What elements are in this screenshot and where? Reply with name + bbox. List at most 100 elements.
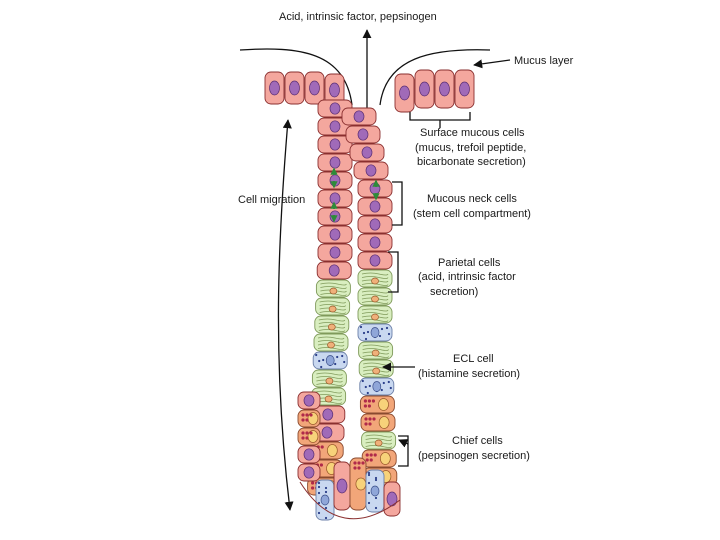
ecl-granule (367, 501, 371, 505)
surface-mucous-label-1: Surface mucous cells (420, 127, 525, 139)
cell-nucleus (372, 367, 381, 375)
cell-nucleus (336, 478, 348, 494)
zymogen-granule (357, 461, 361, 465)
surface-mucous-bracket (409, 112, 471, 121)
parietal-canaliculus (317, 343, 345, 347)
cell-nucleus (372, 381, 382, 392)
ecl-granule (367, 471, 371, 475)
zymogen-granule (311, 481, 315, 485)
parietal-canaliculus (319, 307, 346, 311)
zymogen-granule (364, 422, 368, 426)
parietal-canaliculus (361, 283, 389, 286)
ecl-label-2: (histamine secretion) (418, 368, 520, 380)
zymogen-granule (371, 399, 375, 403)
zymogen-granule (301, 418, 305, 422)
parietal-canaliculus (317, 336, 345, 340)
chief-bracket (398, 435, 409, 467)
cell-nucleus (289, 80, 300, 96)
zymogen-granule (373, 453, 377, 457)
cell-nucleus (369, 236, 381, 249)
ecl-granule (374, 496, 378, 500)
cell-nucleus (439, 81, 450, 97)
cell-nucleus (369, 182, 381, 195)
cell-nucleus (371, 349, 380, 357)
mucus-layer-arrow (473, 59, 511, 69)
ecl-granule (334, 362, 337, 366)
ecl-granule (368, 384, 371, 388)
ecl-granule (364, 337, 368, 341)
ecl-label-1: ECL cell (453, 353, 494, 365)
gland-cells (264, 69, 475, 521)
cell-nucleus (303, 448, 315, 461)
parietal-canaliculus (315, 390, 342, 394)
cell-nucleus (325, 377, 334, 385)
cell-nucleus (379, 452, 391, 465)
ecl-granule (378, 334, 382, 338)
cell-nucleus (371, 313, 379, 321)
ecl-granule (387, 332, 391, 336)
zymogen-granule (301, 436, 305, 440)
surface-mucous-label-3: bicarbonate secretion) (417, 156, 526, 168)
cell-nucleus (329, 174, 341, 187)
ecl-granule (341, 354, 344, 358)
cell-nucleus (386, 491, 398, 507)
ecl-granule (380, 327, 384, 331)
ecl-granule (324, 486, 328, 490)
ecl-granule (315, 353, 318, 357)
parietal-canaliculus (365, 434, 392, 438)
cell-nucleus (365, 164, 377, 177)
zymogen-granule (364, 417, 368, 421)
cell-nucleus (322, 408, 334, 421)
zymogen-granule (305, 436, 309, 440)
ecl-granule (324, 490, 328, 494)
parietal-canaliculus (320, 282, 347, 286)
ecl-granule (366, 330, 370, 334)
cell-nucleus (329, 228, 341, 241)
parietal-canaliculus (319, 300, 346, 304)
zymogen-granule (353, 466, 357, 470)
cell-nucleus (326, 444, 338, 457)
parietal-canaliculus (320, 293, 347, 296)
cell-nucleus (327, 323, 336, 331)
cell-nucleus (269, 80, 280, 96)
cell-nucleus (329, 246, 341, 259)
parietal-canaliculus (316, 372, 343, 376)
ecl-granule (317, 481, 321, 485)
parietal-canaliculus (365, 441, 392, 445)
parietal-canaliculus (361, 301, 389, 304)
stem-cell-division-arrows (330, 167, 380, 223)
cell-nucleus (329, 210, 341, 223)
parietal-bracket (388, 251, 399, 293)
cell-nucleus (329, 102, 341, 115)
cell-nucleus (329, 287, 338, 295)
cell-nucleus (329, 138, 341, 151)
ecl-granule (366, 391, 369, 395)
cell-nucleus (328, 264, 340, 277)
parietal-canaliculus (319, 304, 346, 307)
parietal-canaliculus (318, 325, 346, 329)
parietal-canaliculus (361, 272, 389, 276)
cell-nucleus (361, 146, 373, 159)
cell-nucleus (329, 192, 341, 205)
parietal-canaliculus (316, 383, 343, 386)
parietal-canaliculus (363, 369, 390, 373)
zymogen-granule (368, 417, 372, 421)
parietal-canaliculus (318, 322, 346, 325)
cell-nucleus (369, 200, 381, 213)
cell-nucleus (325, 355, 335, 366)
parietal-canaliculus (318, 329, 346, 332)
mucus-layer-outline-right (379, 49, 491, 106)
ecl-granule (361, 379, 364, 383)
chief-label-1: Chief cells (452, 435, 503, 447)
ecl-granule (374, 478, 378, 482)
zymogen-granule (305, 418, 309, 422)
parietal-canaliculus (316, 379, 343, 383)
zymogen-granule (372, 417, 376, 421)
zymogen-granule (357, 466, 361, 470)
top-output-label: Acid, intrinsic factor, pepsinogen (279, 11, 437, 23)
cell-nucleus (378, 416, 390, 429)
ecl-granule (317, 511, 321, 515)
mucous-neck-label-2: (stem cell compartment) (413, 208, 531, 220)
parietal-canaliculus (361, 315, 389, 319)
